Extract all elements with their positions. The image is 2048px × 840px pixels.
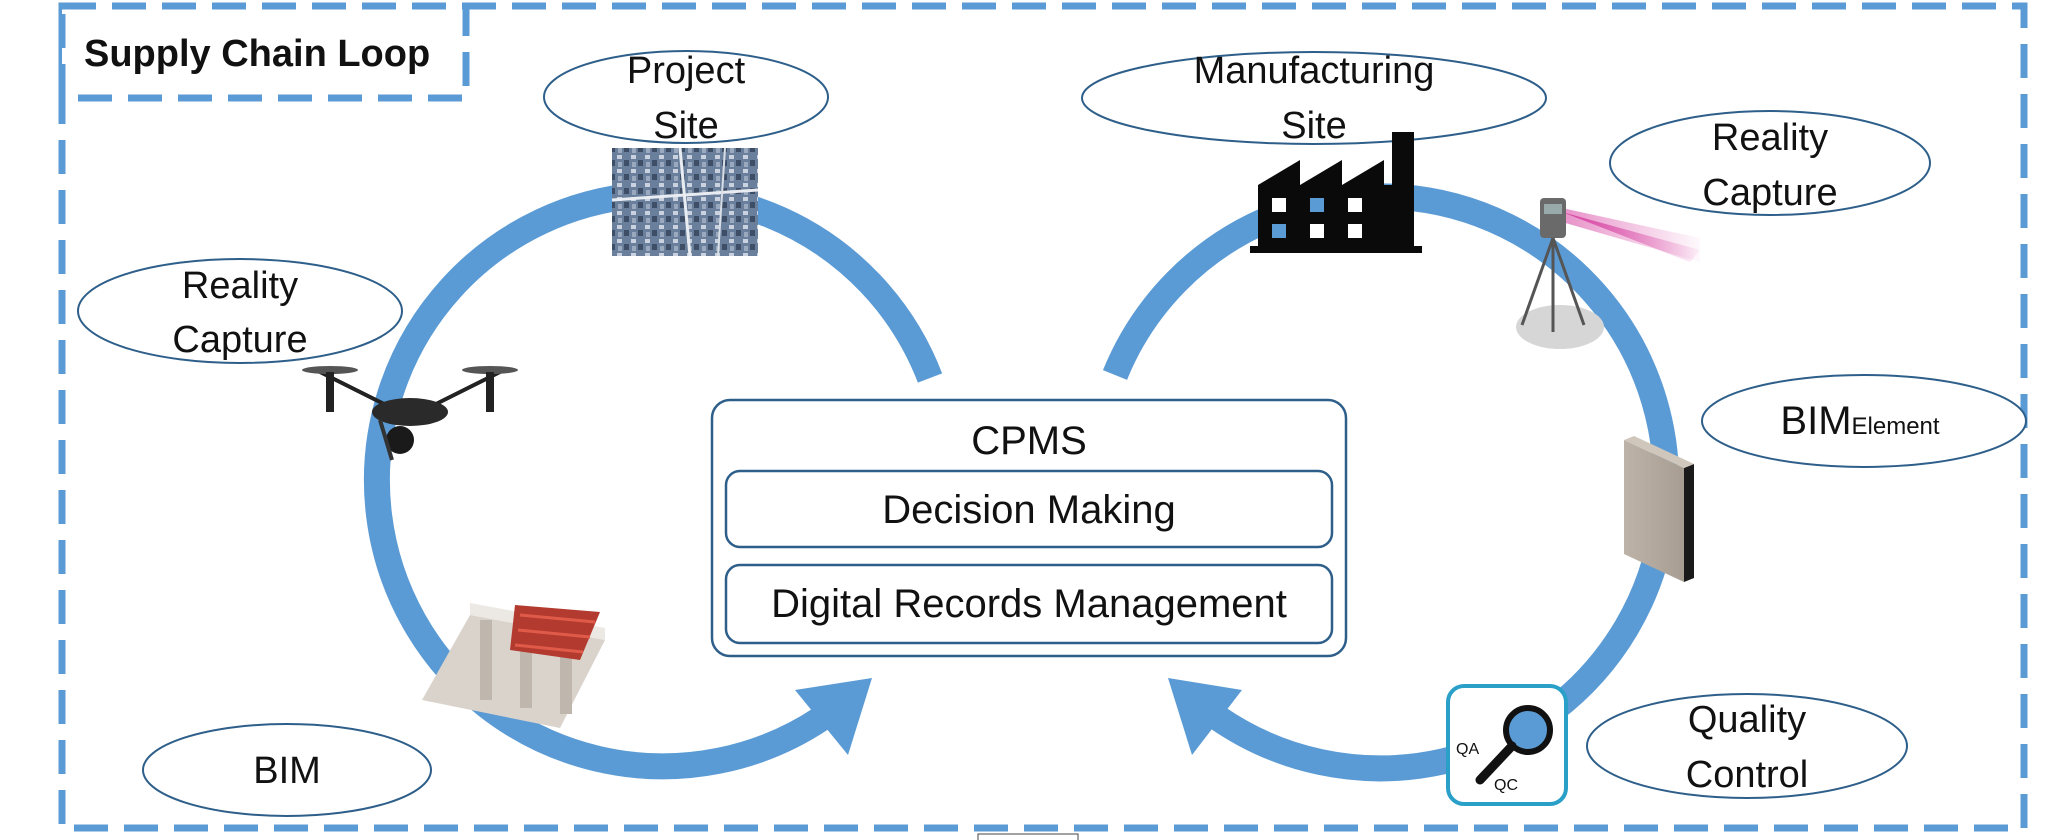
decision-making-box	[724, 469, 1334, 549]
right-loop-arrowhead	[1168, 678, 1242, 755]
manufacturing-site-line1: Manufacturing	[1194, 50, 1435, 92]
decision-making-label: Decision Making	[882, 488, 1175, 532]
quality-control-node: Quality Control	[1586, 693, 1908, 799]
right-reality-capture-line1: Reality	[1712, 117, 1828, 159]
manufacturing-site-line2: Site	[1281, 105, 1346, 147]
left-reality-capture-line1: Reality	[182, 265, 298, 307]
bim-node: BIM	[142, 723, 432, 817]
quality-control-line2: Control	[1686, 754, 1809, 796]
project-site-label-line1: Project	[627, 50, 746, 92]
bim-label: BIM	[253, 750, 321, 792]
bim-element-main: BIM	[1780, 399, 1851, 443]
left-loop	[363, 181, 943, 780]
magnifier-qa-qc-icon: QA QC	[1446, 684, 1568, 806]
left-loop-arrowhead	[795, 678, 872, 755]
factory-icon	[1250, 132, 1422, 253]
right-reality-capture-node: Reality Capture	[1609, 110, 1931, 216]
wall-panel-icon	[1624, 436, 1694, 582]
left-reality-capture-node: Reality Capture	[77, 258, 403, 364]
bim-building-model-icon	[422, 603, 605, 728]
digital-records-box	[724, 563, 1334, 645]
bottom-edge-fragment	[977, 833, 1079, 840]
digital-records-label: Digital Records Management	[771, 582, 1287, 626]
manufacturing-site-node: Manufacturing Site	[1081, 50, 1547, 147]
title-box: Supply Chain Loop	[58, 2, 470, 102]
bim-element-node: BIMElement	[1701, 374, 2027, 468]
project-site-node: Project Site	[543, 50, 829, 147]
drone-icon	[302, 366, 518, 461]
qc-label: QC	[1494, 777, 1518, 794]
right-reality-capture-line2: Capture	[1702, 172, 1837, 214]
aerial-site-photo-icon	[611, 147, 759, 257]
cpms-box: CPMS Decision Making Digital Records Man…	[710, 398, 1348, 658]
quality-control-line1: Quality	[1688, 699, 1806, 741]
bim-element-label: BIMElement	[1780, 399, 1940, 443]
bim-element-sub: Element	[1852, 413, 1940, 440]
qa-label: QA	[1456, 741, 1479, 758]
laser-scanner-icon	[1516, 198, 1700, 349]
project-site-label-line2: Site	[653, 105, 718, 147]
left-reality-capture-line2: Capture	[172, 319, 307, 361]
diagram-title: Supply Chain Loop	[84, 33, 430, 75]
left-loop-arc	[363, 181, 943, 780]
cpms-title: CPMS	[971, 419, 1087, 463]
